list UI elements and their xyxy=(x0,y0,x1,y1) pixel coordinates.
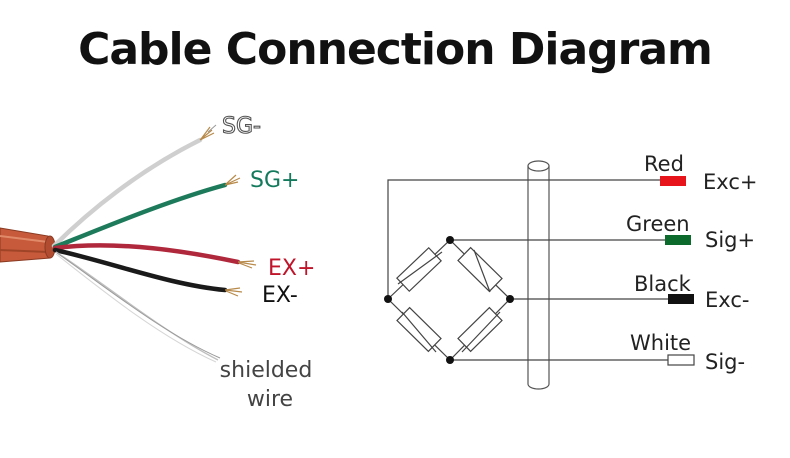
node-top xyxy=(446,236,454,244)
page-title: Cable Connection Diagram xyxy=(78,24,713,75)
label-wire: wire xyxy=(247,387,293,412)
terminal-black xyxy=(668,294,694,304)
cable-illustration: SG- SG+ EX+ EX- shielded wire xyxy=(0,113,315,412)
label-ex-plus: EX+ xyxy=(268,256,315,281)
bridge-schematic xyxy=(384,160,695,390)
wire-ex-minus xyxy=(52,247,228,293)
node-right xyxy=(506,295,514,303)
shield-tube xyxy=(527,166,550,384)
color-name-red: Red xyxy=(644,152,684,176)
terminal-green xyxy=(665,235,691,245)
terminal-white xyxy=(667,354,695,366)
label-sg-minus: SG- xyxy=(222,114,261,139)
signal-sig-minus: Sig- xyxy=(705,350,745,374)
wire-sg-minus xyxy=(51,137,203,249)
node-bottom xyxy=(446,356,454,364)
schematic-labels: Red Exc+ Green Sig+ Black Exc- White Sig… xyxy=(626,152,757,374)
color-name-black: Black xyxy=(634,272,692,296)
cable-sheath xyxy=(0,227,51,263)
terminal-red xyxy=(660,176,686,186)
wire-sg-plus xyxy=(52,182,228,250)
label-ex-minus: EX- xyxy=(262,283,298,308)
wire-shield xyxy=(55,251,219,361)
color-name-green: Green xyxy=(626,212,690,236)
color-name-white: White xyxy=(630,331,691,355)
signal-exc-minus: Exc- xyxy=(705,288,749,312)
wire-ex-plus xyxy=(52,243,241,265)
label-sg-plus: SG+ xyxy=(250,168,299,193)
signal-sig-plus: Sig+ xyxy=(705,228,755,252)
signal-exc-plus: Exc+ xyxy=(703,170,757,194)
label-shielded: shielded xyxy=(220,358,313,383)
node-left xyxy=(384,295,392,303)
